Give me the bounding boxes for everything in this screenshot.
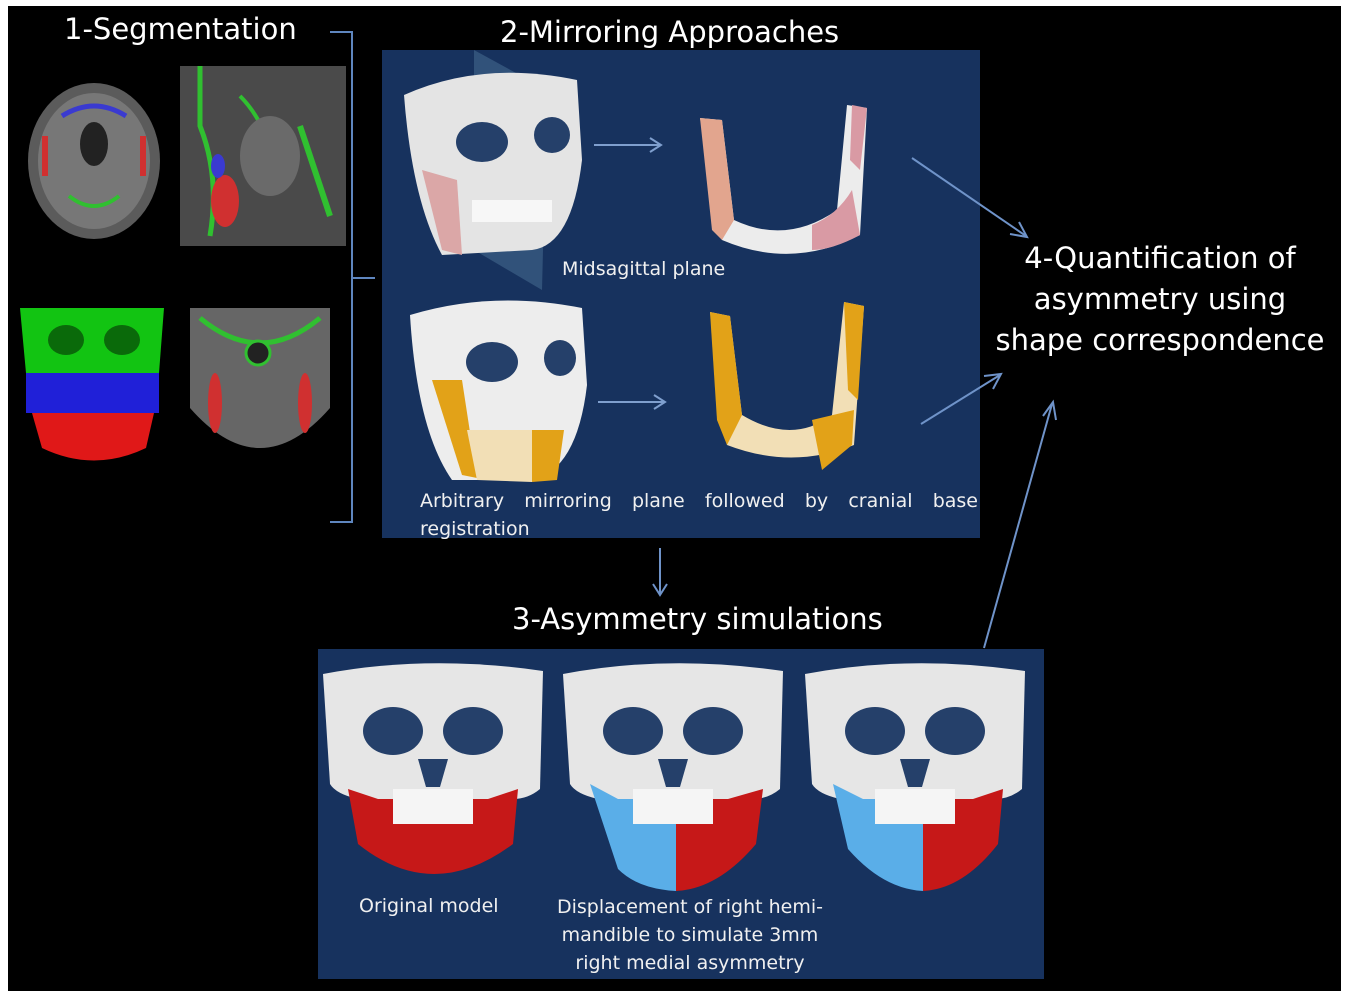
caption-midsagittal-plane: Midsagittal plane <box>562 258 725 280</box>
caption-word: plane <box>632 487 685 515</box>
caption-word: followed <box>705 487 785 515</box>
ct-coronal-slice <box>180 298 340 478</box>
heading-quantification: 4-Quantification of asymmetry using shap… <box>995 238 1325 361</box>
caption-word: mirroring <box>524 487 611 515</box>
mirroring-panel: Midsagittal plane Arbitrary mirroring pl… <box>382 50 980 538</box>
ct-sagittal-slice <box>180 66 346 246</box>
caption-displacement-line-1: Displacement of right hemi- <box>540 893 840 921</box>
heading-mirroring: 2-Mirroring Approaches <box>500 15 839 49</box>
caption-displacement: Displacement of right hemi- mandible to … <box>540 893 840 977</box>
caption-arbitrary-plane: Arbitrary mirroring plane followed by cr… <box>420 487 978 543</box>
caption-word: cranial <box>848 487 912 515</box>
caption-displacement-line-2: mandible to simulate 3mm <box>540 921 840 949</box>
simulations-panel: Original model Displacement of right hem… <box>318 649 1044 979</box>
skull-displacement <box>563 663 783 891</box>
caption-original-model: Original model <box>359 895 499 917</box>
caption-word: by <box>805 487 828 515</box>
quantification-line-1: 4-Quantification of <box>995 238 1325 279</box>
skull-original <box>323 663 543 874</box>
caption-word: base <box>933 487 978 515</box>
skull-third <box>805 663 1025 891</box>
quantification-line-3: shape correspondence <box>995 320 1325 361</box>
heading-simulations: 3-Asymmetry simulations <box>512 602 883 636</box>
caption-arbitrary-line-1: Arbitrary mirroring plane followed by cr… <box>420 487 978 515</box>
ct-axial-slice <box>14 66 174 246</box>
caption-arbitrary-line-2: registration <box>420 515 978 543</box>
quantification-line-2: asymmetry using <box>995 279 1325 320</box>
caption-displacement-line-3: right medial asymmetry <box>540 949 840 977</box>
heading-segmentation: 1-Segmentation <box>64 12 297 46</box>
caption-word: Arbitrary <box>420 487 504 515</box>
3d-segmentation-model <box>14 298 176 478</box>
